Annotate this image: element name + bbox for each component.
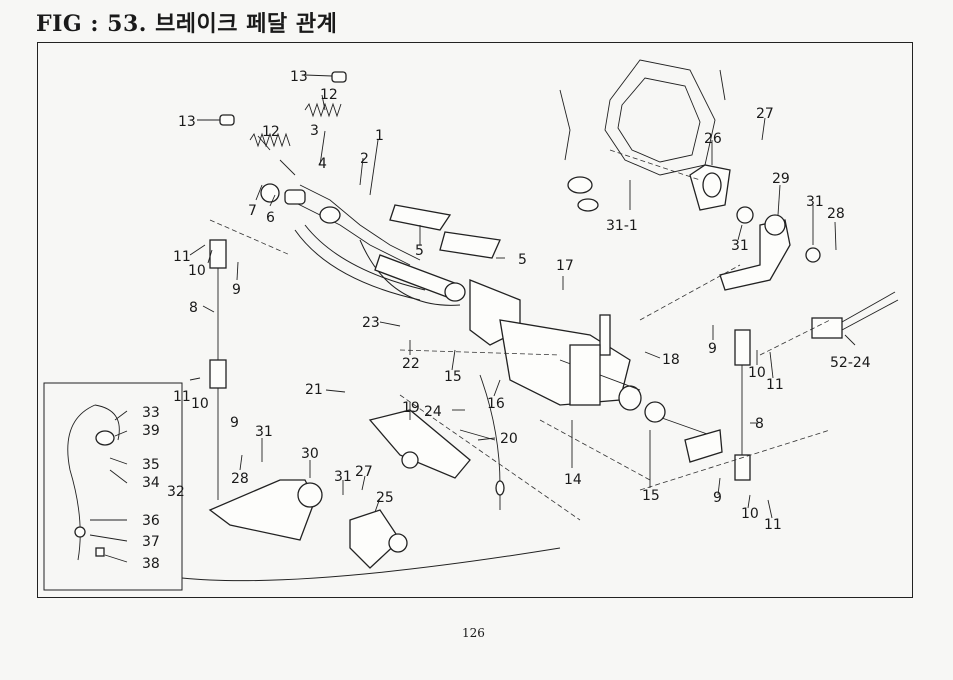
callout-20: 20 [500,431,518,447]
guide-lines [209,149,831,521]
callout-31d: 31 [806,194,824,210]
callout-27a: 27 [355,464,373,480]
callout-8a: 8 [189,300,198,316]
callout-9c: 9 [708,341,717,357]
callout-15b: 15 [642,488,660,504]
callout-12b: 12 [262,124,280,140]
callout-31a: 31 [255,424,273,440]
callout-19: 19 [402,400,420,416]
callout-21: 21 [305,382,323,398]
callout-11c: 11 [766,377,784,393]
right-linkage [689,164,899,481]
callout-26: 26 [704,131,722,147]
callout-39: 39 [142,423,160,439]
callout-24: 24 [424,404,442,420]
callout-37: 37 [142,534,160,550]
cable-line [181,547,561,582]
callout-11d: 11 [764,517,782,533]
callout-5b: 5 [518,252,527,268]
callout-22: 22 [402,356,420,372]
page-number: 126 [462,626,485,640]
diagram-frame [37,42,913,598]
callout-29: 29 [772,171,790,187]
callout-30: 30 [301,446,319,462]
figure-title: FIG : 53. 브레이크 페달 관계 [36,11,338,37]
callout-36: 36 [142,513,160,529]
inset-box [43,382,183,591]
callout-52-24: 52-24 [830,355,871,371]
leader-lines [89,74,856,563]
callout-10c: 10 [748,365,766,381]
callout-38: 38 [142,556,160,572]
callout-14: 14 [564,472,582,488]
callout-3: 3 [310,123,319,139]
callout-9a: 9 [232,282,241,298]
callout-10a: 10 [188,263,206,279]
housing-outline [559,59,726,212]
callout-15a: 15 [444,369,462,385]
callout-17: 17 [556,258,574,274]
callout-11b: 11 [173,389,191,405]
callout-16: 16 [487,396,505,412]
callout-2: 2 [360,151,369,167]
callout-5a: 5 [415,243,424,259]
callout-13a: 13 [290,69,308,85]
callout-23: 23 [362,315,380,331]
callout-6: 6 [266,210,275,226]
bottom-assembly [208,374,505,569]
callout-12a: 12 [320,87,338,103]
brake-pedal-assembly [260,183,723,463]
callout-9d: 9 [713,490,722,506]
callout-28b: 28 [827,206,845,222]
callout-8b: 8 [755,416,764,432]
callout-35: 35 [142,457,160,473]
callout-25: 25 [376,490,394,506]
callout-10d: 10 [741,506,759,522]
callout-9b: 9 [230,415,239,431]
callout-31b: 31 [334,469,352,485]
springs [219,71,347,148]
inset-cable [67,404,120,561]
callout-31-1: 31-1 [606,218,638,234]
callout-34: 34 [142,475,160,491]
callout-10b: 10 [191,396,209,412]
callout-32: 32 [167,484,185,500]
callout-13b: 13 [178,114,196,130]
callout-31c: 31 [731,238,749,254]
callout-28a: 28 [231,471,249,487]
left-rod [209,239,227,500]
callout-7: 7 [248,203,257,219]
callout-33: 33 [142,405,160,421]
callout-18: 18 [662,352,680,368]
callout-1: 1 [375,128,384,144]
callout-11a: 11 [173,249,191,265]
callout-4: 4 [318,156,327,172]
callout-27b: 27 [756,106,774,122]
